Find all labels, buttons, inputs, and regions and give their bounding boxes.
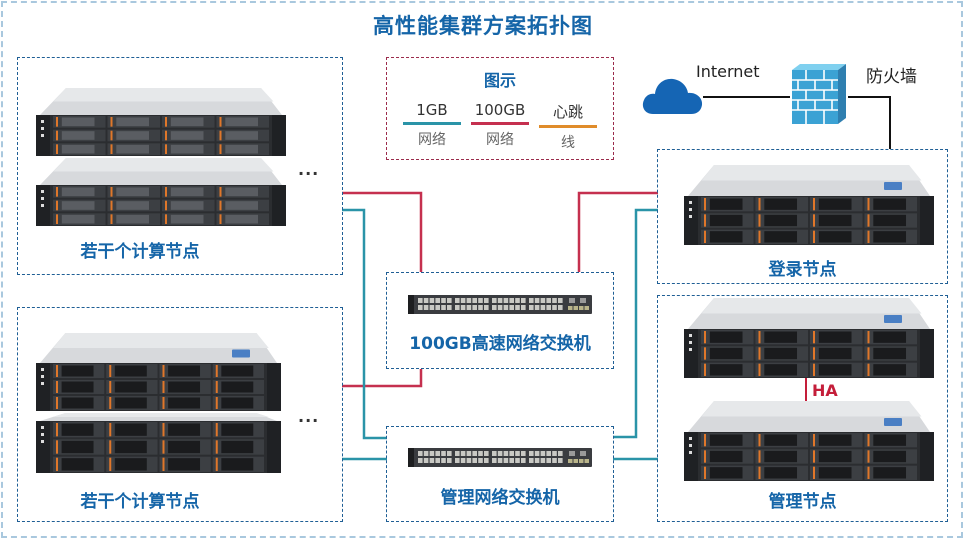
firewall-label: 防火墙 [866, 67, 917, 87]
hs-switch-label: 100GB高速网络交换机 [409, 334, 591, 354]
switch-mgmt [408, 448, 592, 467]
mgmt-switch-group [386, 426, 614, 522]
legend-title: 图示 [483, 71, 516, 90]
compute-top-label: 若干个计算节点 [80, 242, 200, 262]
legend-swatch-100gb [471, 122, 529, 125]
server-compute-top-2 [36, 158, 286, 228]
server-compute-top-1 [36, 88, 286, 158]
compute-top-ellipsis: ... [298, 160, 320, 179]
hs-switch-group [386, 272, 614, 369]
legend-swatch-heartbeat [539, 125, 597, 128]
legend-item-100gb: 100GB 网络 [471, 101, 529, 149]
mgmt-node-group [657, 295, 948, 522]
compute-nodes-top-group [17, 57, 343, 275]
ha-label: HA [812, 381, 838, 400]
firewall-icon [792, 64, 846, 124]
server-compute-bottom-1 [36, 333, 281, 413]
cloud-icon [642, 78, 703, 114]
compute-nodes-bottom-group [17, 307, 343, 522]
legend: 图示 1GB 网络 100GB 网络 心跳 线 [386, 57, 614, 160]
login-node-group [657, 149, 948, 284]
server-compute-bottom-2 [36, 413, 281, 475]
login-node-label: 登录节点 [768, 260, 837, 280]
server-login [684, 165, 934, 247]
compute-bottom-label: 若干个计算节点 [80, 492, 200, 512]
internet-label: Internet [696, 62, 760, 81]
mgmt-switch-label: 管理网络交换机 [440, 488, 560, 508]
switch-hs [408, 295, 592, 314]
legend-item-heartbeat: 心跳 线 [539, 101, 597, 152]
server-mgmt-2 [684, 401, 934, 483]
page-title: 高性能集群方案拓扑图 [373, 14, 593, 38]
legend-item-1gb: 1GB 网络 [403, 101, 461, 149]
mgmt-node-label: 管理节点 [768, 492, 837, 512]
server-mgmt-1 [684, 298, 934, 380]
compute-bottom-ellipsis: ... [298, 407, 320, 426]
legend-swatch-1gb [403, 122, 461, 125]
